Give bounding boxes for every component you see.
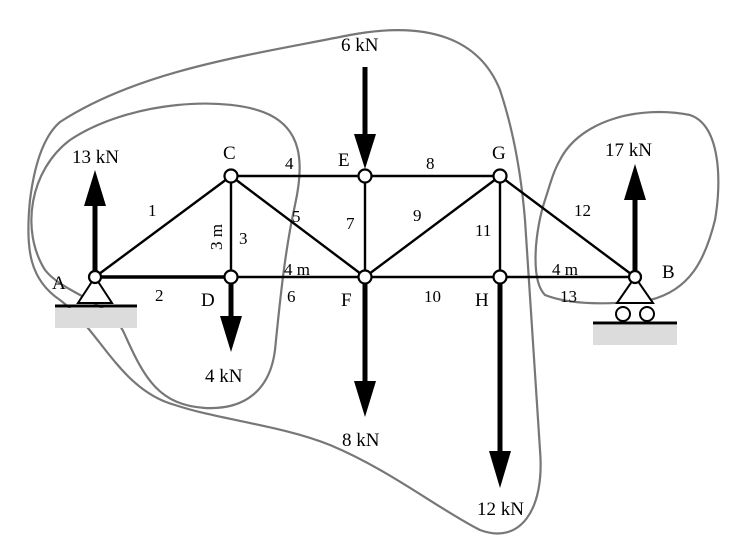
member-label-13: 13 (560, 287, 577, 306)
reaction-a-arrow (84, 170, 106, 277)
roller-support-b (593, 275, 677, 345)
member-label-5: 5 (292, 207, 301, 226)
joint-h (492, 269, 508, 285)
load-e-arrow (354, 67, 376, 169)
load-label-h: 12 kN (477, 499, 524, 520)
member-label-11: 11 (475, 221, 491, 240)
joint-c (223, 168, 239, 184)
load-label-reaction-b: 17 kN (605, 140, 652, 161)
joint-f (357, 269, 373, 285)
member-9 (363, 174, 502, 279)
load-label-d: 4 kN (205, 366, 243, 387)
load-label-e: 6 kN (341, 35, 379, 56)
pin-support-a (55, 275, 137, 328)
joint-label-h: H (475, 290, 489, 311)
dimension-height: 3 m (207, 224, 226, 250)
member-label-2: 2 (155, 286, 164, 305)
joint-g (492, 168, 508, 184)
joint-b (627, 269, 643, 285)
load-label-f: 8 kN (342, 430, 380, 451)
member-label-9: 9 (413, 206, 422, 225)
member-5 (229, 174, 367, 279)
joint-label-c: C (223, 143, 236, 164)
member-label-4: 4 (285, 154, 294, 173)
member-label-3: 3 (239, 229, 248, 248)
member-1 (93, 174, 233, 279)
joint-label-d: D (201, 290, 215, 311)
joint-label-e: E (338, 150, 350, 171)
member-label-8: 8 (426, 154, 435, 173)
boundary-large-section (27, 29, 542, 535)
joint-d (223, 269, 239, 285)
load-label-reaction-a: 13 kN (72, 147, 119, 168)
member-label-1: 1 (148, 201, 157, 220)
load-f-arrow (354, 277, 376, 417)
member-12 (498, 174, 637, 279)
load-h-arrow (489, 277, 511, 488)
member-label-10: 10 (424, 287, 441, 306)
joint-label-b: B (662, 262, 675, 283)
joint-a (87, 269, 103, 285)
member-label-6: 6 (287, 287, 296, 306)
reaction-b-arrow (624, 164, 646, 277)
dimension-right-panel: 4 m (552, 260, 578, 279)
joint-label-f: F (341, 290, 352, 311)
joint-label-g: G (492, 143, 506, 164)
member-label-7: 7 (346, 214, 355, 233)
boundary-left-section (30, 102, 301, 410)
member-label-12: 12 (574, 201, 591, 220)
joint-e (357, 168, 373, 184)
dimension-left-panel: 4 m (284, 260, 310, 279)
joint-label-a: A (52, 273, 66, 294)
boundary-right-section (534, 110, 720, 305)
load-d-arrow (220, 277, 242, 352)
